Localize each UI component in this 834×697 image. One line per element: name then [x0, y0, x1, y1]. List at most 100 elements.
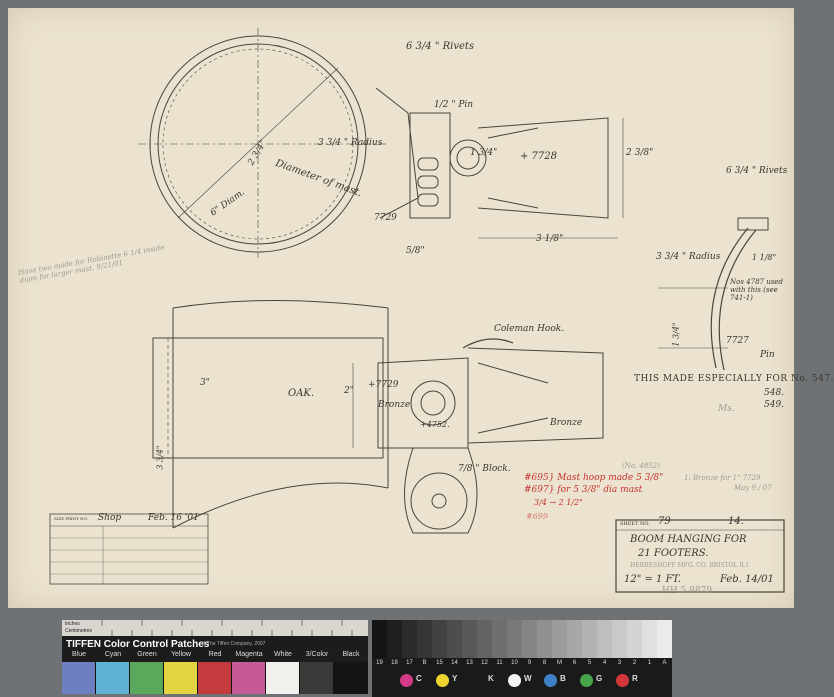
part-4752-label: +4752.	[420, 420, 450, 429]
mechanical-drawing	[49, 28, 785, 593]
ruler: Inches Centimetres	[62, 620, 368, 636]
gray-step	[507, 620, 522, 658]
gray-step	[477, 620, 492, 658]
swatch-white	[266, 662, 300, 694]
swatch-label: Blue	[71, 651, 86, 658]
swatch-black	[334, 662, 368, 694]
swatch-cyan	[96, 662, 130, 694]
radius-callout: 3 3/4 " Radius	[318, 138, 383, 148]
gray-step	[582, 620, 597, 658]
gray-step	[642, 620, 657, 658]
pencil-signature: May 9 / 07	[734, 484, 772, 492]
color-dot	[472, 674, 485, 687]
gray-step	[567, 620, 582, 658]
dim-5-8: 5/8"	[406, 246, 425, 256]
color-dot-label: B	[560, 674, 566, 683]
tiffen-color-card: Inches Centimetres TIFFEN Color Control …	[62, 620, 368, 694]
color-dot	[580, 674, 593, 687]
dim-1-3-4: 1 3/4"	[470, 148, 498, 158]
gray-step-number: 15	[436, 660, 443, 666]
sheet-archive-number: HH.5.8879	[662, 586, 713, 596]
color-dot	[508, 674, 521, 687]
color-swatches	[62, 662, 368, 694]
sheet-no-label: SHEET NO.	[620, 521, 650, 527]
record-header: SIZE PRINT NO.	[54, 516, 88, 521]
pencil-note-numbers: (No. 4852)	[622, 462, 660, 470]
red-note-1: #695} Mast hoop made 5 3/8"	[524, 473, 664, 483]
gray-step-number: 2	[632, 660, 637, 666]
part-7728-label: + 7728	[520, 151, 558, 162]
right-dim-1-1-8: 1 1/8"	[752, 253, 777, 262]
ruler-inches-label: Inches	[65, 621, 80, 627]
swatch-label: Yellow	[171, 651, 191, 658]
swatch-green	[130, 662, 164, 694]
three-inch-dim: 3"	[200, 378, 210, 388]
record-date: Feb. 16 '01	[148, 513, 199, 523]
ruler-ticks	[101, 620, 353, 636]
coleman-hook-label: Coleman Hook.	[494, 324, 565, 334]
color-dot-label: K	[488, 674, 494, 683]
color-dot	[436, 674, 449, 687]
right-dim-1-3-4: 1 3/4"	[671, 322, 681, 347]
swatch-label: Green	[137, 651, 157, 658]
part-7729-top: 7729	[374, 213, 397, 223]
bronze-right-label: Bronze	[550, 418, 583, 428]
swatch-label: Black	[342, 651, 360, 658]
swatch-red	[198, 662, 232, 694]
gray-step	[492, 620, 507, 658]
gray-step	[372, 620, 387, 658]
right-pin-callout: Pin	[760, 350, 775, 360]
gray-step	[462, 620, 477, 658]
swatch-label: 3/Color	[305, 651, 329, 658]
gray-step-number: 1	[647, 660, 652, 666]
special-note-line1: THIS MADE ESPECIALLY FOR No. 547.	[634, 374, 834, 384]
gray-step-number: 5	[587, 660, 592, 666]
swatch-yellow	[164, 662, 198, 694]
rivets-callout: 6 3/4 " Rivets	[406, 41, 475, 52]
gray-step	[657, 620, 672, 658]
record-shop: Shop	[98, 513, 122, 523]
red-note-2: #697} for 5 3/8" dia mast	[524, 485, 643, 495]
gray-step-number: 12	[481, 660, 488, 666]
dim-2-3-8: 2 3/8"	[626, 148, 654, 158]
special-note-line2: 548.	[764, 388, 785, 398]
color-dot-label: W	[524, 674, 532, 683]
gray-step	[402, 620, 417, 658]
two-inch-dim: 2"	[344, 386, 354, 396]
gray-step-number: M	[557, 660, 562, 666]
company-name: HERRESHOFF MFG. CO. BRISTOL R.I.	[630, 562, 751, 569]
swatch-blue	[62, 662, 96, 694]
red-note-4: #699	[526, 512, 548, 521]
color-dot-label: C	[416, 674, 422, 683]
block-label: 7/8 " Block.	[458, 464, 511, 474]
ruler-cm-label: Centimetres	[65, 628, 92, 634]
gray-step	[417, 620, 432, 658]
gray-step-number: 19	[376, 660, 383, 666]
title-line1: BOOM HANGING FOR	[630, 534, 747, 545]
note-4787: Nos 4787 used with this (see 741-1)	[730, 278, 783, 302]
swatch-labels: Blue Cyan Green Yellow Red Magenta White…	[62, 651, 368, 661]
gray-step-number: 18	[391, 660, 398, 666]
pencil-check: Ms.	[718, 404, 735, 414]
gray-steps	[372, 620, 672, 658]
color-dot	[616, 674, 629, 687]
gray-step	[627, 620, 642, 658]
left-dim-3-3-4: 3 3/4"	[155, 445, 165, 470]
oak-label: OAK.	[288, 388, 315, 399]
drawing-sheet: 6 3/4 " Rivets 1/2 " Pin 3 3/4 " Radius …	[8, 8, 833, 608]
pattern-number: 14.	[728, 516, 744, 527]
color-dot-label: R	[632, 674, 638, 683]
gray-step	[522, 620, 537, 658]
gray-step-number: 9	[527, 660, 532, 666]
gray-step	[432, 620, 447, 658]
tiffen-brand: TIFFEN Color Control Patches	[66, 639, 210, 650]
gray-step-number: 3	[617, 660, 622, 666]
gray-step	[612, 620, 627, 658]
gray-step-number: 10	[511, 660, 518, 666]
title-line2: 21 FOOTERS.	[638, 548, 709, 559]
swatch-magenta	[232, 662, 266, 694]
color-dot-label: Y	[452, 674, 458, 683]
gray-step	[552, 620, 567, 658]
